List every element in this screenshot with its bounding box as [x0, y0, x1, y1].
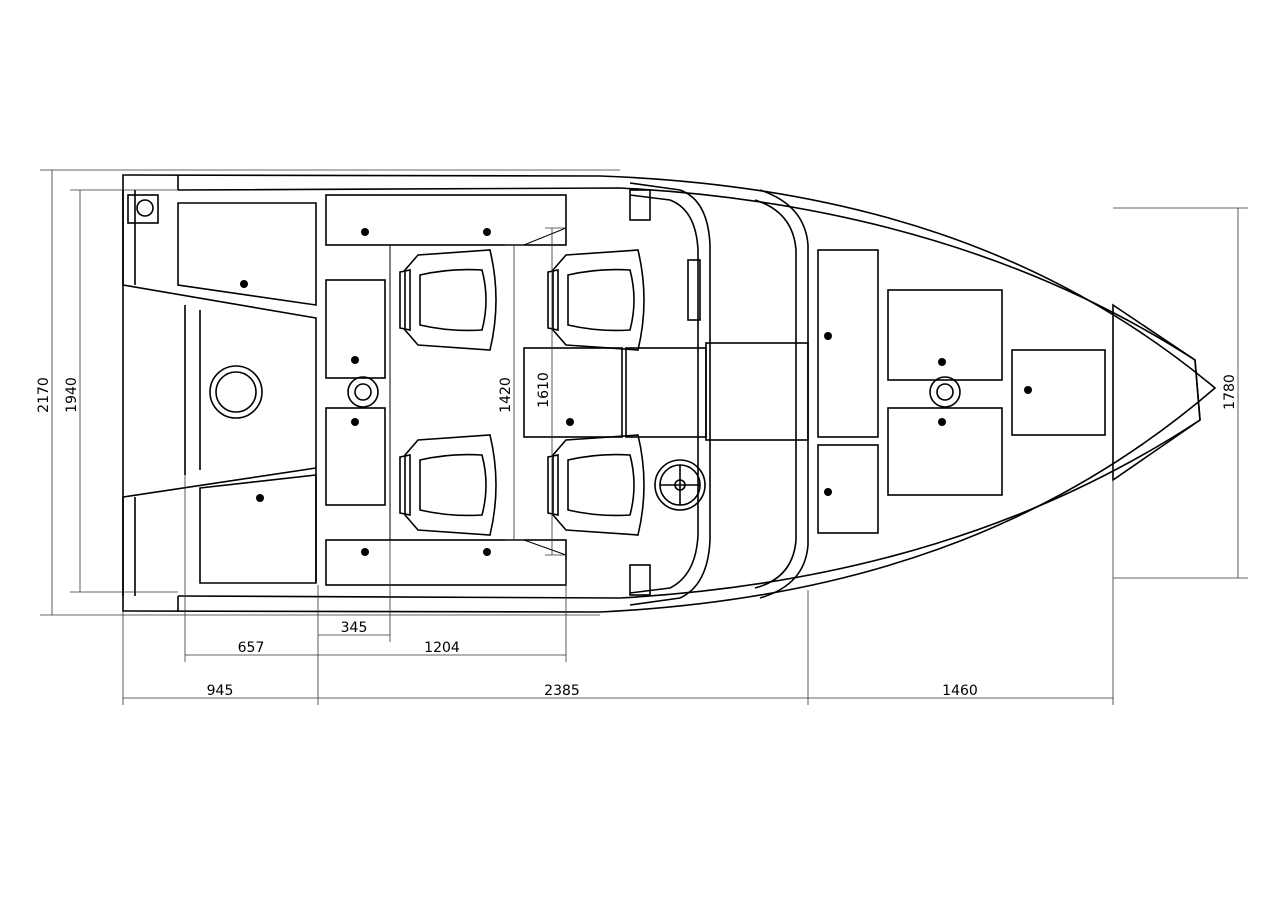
steering-wheel-icon: [654, 459, 706, 511]
locker: [1011, 349, 1106, 436]
seat-icon: [399, 249, 497, 351]
seat-icon: [399, 434, 497, 536]
locker-handles: [240, 228, 1032, 556]
dash-panel: [687, 259, 701, 321]
hatch-inner: [215, 371, 257, 413]
dim-inner-width: 1940: [64, 377, 80, 413]
locker: [325, 539, 567, 586]
seats: [399, 249, 645, 536]
hatch-outer: [209, 365, 263, 419]
locker: [325, 194, 567, 246]
grab-handle: [629, 564, 651, 596]
locker: [325, 407, 386, 506]
locker: [887, 407, 1003, 496]
windshield: [759, 189, 809, 599]
locker: [817, 444, 879, 534]
dimension-lines: [40, 169, 1248, 705]
console-left-inner: [629, 194, 699, 594]
console-left: [629, 182, 711, 606]
dim-seat-offset: 345: [341, 620, 368, 636]
fuel-cap-icon: [347, 376, 379, 408]
locker: [817, 249, 879, 438]
dim-overall-width: 2170: [36, 377, 52, 413]
seat-icon: [547, 434, 645, 536]
locker: [523, 347, 623, 438]
stern-well: [122, 190, 317, 596]
dim-seat-span: 1420: [498, 377, 514, 413]
dim-stern-well: 657: [238, 640, 265, 656]
stern-well-inner: [184, 305, 201, 475]
locker: [625, 347, 707, 438]
locker: [199, 474, 317, 584]
lockers: [177, 194, 1106, 586]
dim-cockpit-length: 1204: [424, 640, 460, 656]
fuel-cap-icon: [929, 376, 961, 408]
locker: [705, 342, 809, 441]
dim-stern-section: 945: [207, 683, 234, 699]
dim-bow-width: 1780: [1222, 374, 1238, 410]
dim-bow-section: 1460: [942, 683, 978, 699]
drain-plug-housing: [127, 194, 159, 224]
locker: [325, 279, 386, 379]
dim-cockpit-width: 1610: [536, 372, 552, 408]
locker: [177, 202, 317, 306]
seat-icon: [547, 249, 645, 351]
grab-handle: [629, 189, 651, 221]
windshield-inner: [754, 199, 797, 589]
drain-plug-icon: [136, 199, 154, 217]
locker: [887, 289, 1003, 381]
dim-mid-section: 2385: [544, 683, 580, 699]
hull-outer: [122, 174, 1217, 613]
anchor-locker: [1112, 303, 1201, 482]
hull-inner: [177, 187, 1201, 599]
